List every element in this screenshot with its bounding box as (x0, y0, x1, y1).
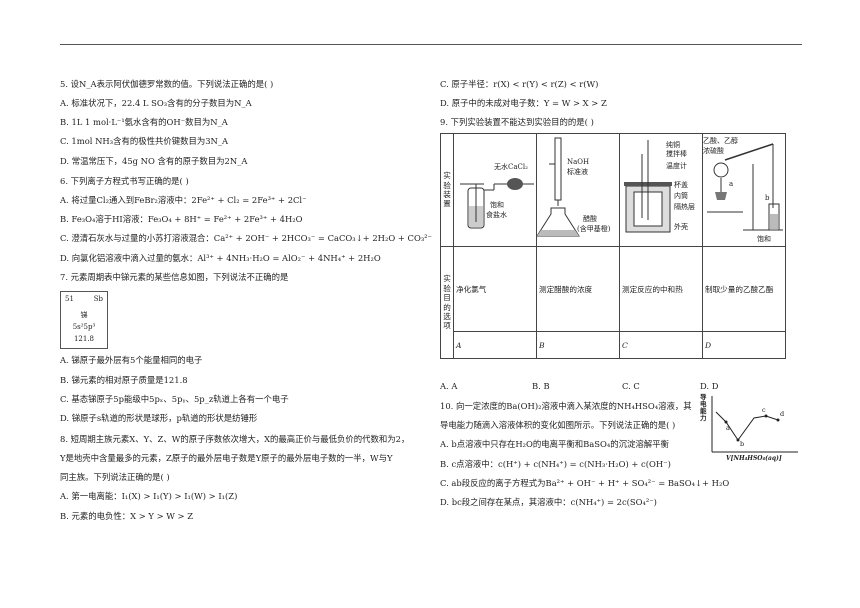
q10-option-d: D. bc段之间存在某点，其溶液中：c(NH₄⁺) = 2c(SO₄²⁻) (440, 497, 657, 507)
q7-option-b: B. 锑元素的相对原子质量是121.8 (60, 375, 188, 385)
option-label-b: B (539, 340, 545, 350)
q7-option-a: A. 锑原子最外层有5个能量相同的电子 (60, 355, 203, 365)
ester-apparatus-image (707, 143, 783, 231)
label-inner: 内筒 (674, 192, 688, 200)
q10-option-c: C. ab段反应的离子方程式为Ba²⁺ + OH⁻ + H⁺ + SO₄²⁻ =… (440, 478, 730, 488)
q8-option-c: C. 原子半径：r(X) < r(Y) < r(Z) < r(W) (440, 79, 599, 89)
element-number: 51 (65, 295, 74, 303)
q6-stem: 6. 下列离子方程式书写正确的是( ) (60, 176, 189, 186)
q8-option-d: D. 原子中的未成对电子数：Y = W > X > Z (440, 98, 607, 108)
option-label-a: A (456, 340, 462, 350)
conductivity-curve (711, 396, 798, 453)
point-b: b (740, 440, 745, 448)
q5-option-a: A. 标准状况下，22.4 L SO₃含有的分子数目为N_A (60, 98, 252, 108)
q9-answer-d: D. D (700, 381, 719, 391)
q6-option-a: A. 将过量Cl₂通入到FeBr₂溶液中：2Fe²⁺ + Cl₂ = 2Fe³⁺… (60, 195, 307, 205)
point-d: d (780, 410, 785, 418)
purpose-d: 制取少量的乙酸乙酯 (703, 247, 785, 332)
q8-option-a: A. 第一电离能：I₁(X) > I₁(Y) > I₁(W) > I₁(Z) (60, 491, 238, 501)
q8-stem-line3: 同主族。下列说法正确的是( ) (60, 472, 170, 482)
label-lid: 杯盖 (674, 181, 688, 189)
label-naoh: NaOH (567, 158, 590, 166)
table-row: 实验装置 无水CaCl₂ 饱和 食盐水 (440, 133, 786, 247)
element-name: 锑 (80, 311, 88, 319)
element-mass: 121.8 (73, 335, 95, 343)
device-c-cell: 纯铜 搅拌棒 温度计 杯盖 内筒 隔热层 外壳 (619, 133, 703, 247)
purpose-c: 测定反应的中和热 (620, 247, 702, 332)
label-saturated: 饱和 (490, 201, 504, 209)
q10-option-a: A. b点溶液中只存在H₂O的电离平衡和BaSO₄的沉淀溶解平衡 (440, 439, 669, 449)
point-a: a (726, 424, 730, 432)
purpose-option-a: 净化氯气 A (453, 246, 537, 359)
q9-experiment-table: 实验装置 无水CaCl₂ 饱和 食盐水 (440, 133, 786, 359)
label-thermometer: 温度计 (666, 162, 687, 170)
purpose-a: 净化氯气 (454, 247, 536, 332)
q9-answer-b: B. B (532, 381, 550, 391)
q5-stem: 5. 设N_A表示阿伏伽德罗常数的值。下列说法正确的是( ) (60, 79, 274, 89)
q10-option-b: B. c点溶液中：c(H⁺) + c(NH₄⁺) = c(NH₃·H₂O) + … (440, 459, 671, 469)
conductivity-graph: 导电能力 a b c d V[NH₄HSO₄(aq)] (700, 392, 800, 464)
purpose-option-c: 测定反应的中和热 C (619, 246, 703, 359)
q6-option-c: C. 澄清石灰水与过量的小苏打溶液混合：Ca²⁺ + 2OH⁻ + 2HCO₃⁻… (60, 233, 432, 243)
option-label-c: C (622, 340, 628, 350)
titration-apparatus-image (536, 137, 580, 237)
q10-stem-line2: 导电能力随滴入溶液体积的变化如图所示。下列说法正确的是( ) (440, 420, 676, 430)
q7-option-d: D. 锑原子s轨道的形状是球形，p轨道的形状是纺锤形 (60, 413, 258, 423)
label-saturated-d: 饱和 (757, 235, 771, 243)
gas-washing-apparatus-image (460, 178, 534, 229)
q8-stem-line1: 8. 短周期主族元素X、Y、Z、W的原子序数依次增大，X的最高正价与最低负价的代… (60, 434, 410, 444)
q9-answer-c: C. C (622, 381, 640, 391)
q10-stem-line1: 10. 向一定浓度的Ba(OH)₂溶液中滴入某浓度的NH₄HSO₄溶液，其 (440, 401, 692, 411)
point-c: c (762, 406, 766, 414)
q9-answer-a: A. A (440, 381, 458, 391)
device-a-cell: 无水CaCl₂ 饱和 食盐水 (453, 133, 537, 247)
element-card-antimony: 51 Sb 锑 5s²5p³ 121.8 (60, 291, 108, 349)
label-methyl-orange: (含甲基橙) (577, 225, 611, 233)
q6-option-b: B. Fe₃O₄溶于HI溶液：Fe₃O₄ + 8H⁺ = Fe²⁺ + 2Fe³… (60, 214, 303, 224)
page-top-rule (60, 44, 802, 45)
q8-option-b: B. 元素的电负性：X > Y > W > Z (60, 511, 194, 521)
q5-option-c: C. 1mol NH₃含有的极性共价键数目为3N_A (60, 136, 229, 146)
device-b-cell: NaOH 标准液 醋酸 (含甲基橙) (536, 133, 620, 247)
label-brine: 食盐水 (486, 211, 507, 219)
label-cacl2: 无水CaCl₂ (494, 163, 528, 171)
q5-option-b: B. 1L 1 mol·L⁻¹氨水含有的OH⁻数目为N_A (60, 117, 228, 127)
purpose-option-d: 制取少量的乙酸乙酯 D (702, 246, 786, 359)
q9-stem: 9. 下列实验装置不能达到实验目的的是( ) (440, 117, 594, 127)
label-reagents: 乙酸、乙醇 (703, 137, 738, 145)
option-label-d: D (705, 340, 712, 350)
calorimeter-image (624, 140, 672, 233)
purpose-b: 测定醋酸的浓度 (537, 247, 619, 332)
q7-option-c: C. 基态锑原子5p能级中5pₓ、5pᵧ、5p_z轨道上各有一个电子 (60, 394, 289, 404)
label-insulation: 隔热层 (674, 203, 695, 211)
label-shell: 外壳 (674, 223, 688, 231)
label-stirrer: 搅拌棒 (666, 150, 687, 158)
label-b: b (765, 194, 770, 202)
purpose-option-b: 测定醋酸的浓度 B (536, 246, 620, 359)
device-d-cell: 乙酸、乙醇 浓硫酸 a b 饱和 (702, 133, 786, 247)
q5-option-d: D. 常温常压下，45g NO 含有的原子数目为2N_A (60, 156, 248, 166)
graph-xlabel: V[NH₄HSO₄(aq)] (726, 455, 782, 462)
element-symbol: Sb (93, 295, 103, 303)
label-a: a (729, 180, 734, 188)
label-standard: 标准液 (567, 168, 588, 176)
q8-stem-line2: Y是地壳中含量最多的元素，Z原子的最外层电子数是Y原子的最外层电子数的一半，W与… (60, 453, 393, 463)
label-copper: 纯铜 (666, 141, 680, 149)
table-row: 实验目的 选项 净化氯气 A 测定醋酸的浓度 B 测定反应的中和热 C 制取少量… (440, 246, 786, 359)
q7-stem: 7. 元素周期表中锑元素的某些信息如图，下列说法不正确的是 (60, 272, 289, 282)
row-label-device: 实验装置 (440, 133, 454, 247)
element-config: 5s²5p³ (72, 323, 96, 331)
label-acetic-acid: 醋酸 (583, 215, 597, 223)
q6-option-d: D. 向氯化铝溶液中滴入过量的氨水：Al³⁺ + 4NH₃·H₂O = AlO₂… (60, 253, 381, 263)
graph-ylabel: 导电能力 (700, 393, 707, 423)
label-sulfuric: 浓硫酸 (703, 147, 724, 155)
row-label-purpose: 实验目的 选项 (440, 246, 454, 359)
